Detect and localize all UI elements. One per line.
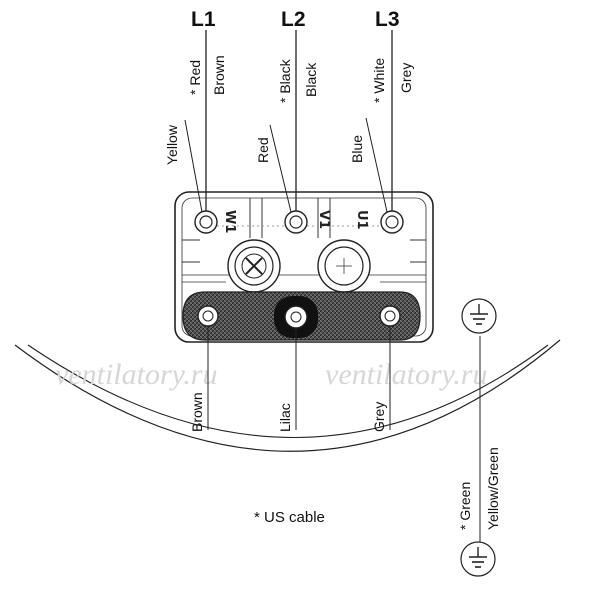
label-earth-us: * Green: [457, 482, 473, 530]
label-white-us: * White: [371, 58, 387, 103]
watermark-right: ventilatory.ru: [325, 358, 487, 391]
label-earth-std: Yellow/Green: [485, 447, 501, 530]
earth-symbol-top-icon: [461, 298, 497, 334]
lead-yellow: [184, 119, 203, 213]
motor-housing-arc-inner: [27, 344, 549, 438]
watermark-left: ventilatory.ru: [55, 358, 217, 391]
terminal-w1: [194, 210, 218, 234]
screw-left: [227, 239, 281, 293]
label-grey-top: Grey: [398, 63, 414, 93]
label-blue: Blue: [349, 135, 365, 163]
terminal-block: W1 V1 U1: [174, 191, 434, 343]
label-brown-bottom: Brown: [189, 392, 205, 432]
label-brown-top: Brown: [211, 55, 227, 95]
lead-blue: [365, 117, 388, 213]
terminal-v1: [284, 210, 308, 234]
terminal-u1: [380, 210, 404, 234]
terminal-bottom-left: [197, 305, 219, 327]
terminal-bottom-right: [379, 305, 401, 327]
line-label-l2: L2: [281, 8, 306, 31]
terminal-label-v1: V1: [316, 210, 331, 229]
terminal-bottom-center: [274, 296, 318, 338]
label-black-us: * Black: [277, 58, 293, 103]
terminal-label-w1: W1: [222, 210, 237, 233]
earth-symbol-bottom-icon: [460, 541, 496, 577]
footnote-us-cable: * US cable: [254, 509, 325, 526]
terminal-label-u1: U1: [354, 210, 369, 230]
lead-red: [269, 124, 292, 213]
label-lilac-bottom: Lilac: [277, 403, 293, 432]
label-yellow: Yellow: [164, 124, 180, 165]
label-red: Red: [255, 137, 271, 163]
motor-housing-arc-outer: [14, 339, 561, 452]
line-label-l1: L1: [191, 8, 216, 31]
line-label-l3: L3: [375, 8, 400, 31]
label-red-us: * Red: [187, 60, 203, 95]
label-black-top: Black: [303, 62, 319, 97]
screw-right: [317, 239, 371, 293]
label-grey-bottom: Grey: [371, 402, 387, 432]
